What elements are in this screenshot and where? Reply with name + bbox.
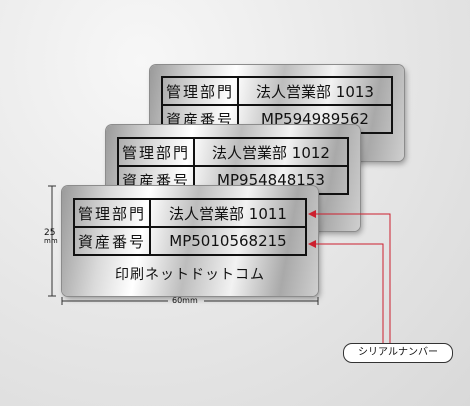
asset-label: 資産番号 — [73, 226, 151, 256]
callout-line-2 — [312, 243, 384, 343]
height-dimension-label: 25 mm — [44, 228, 58, 246]
height-unit: mm — [44, 237, 58, 245]
plate-table: 管理部門 法人営業部 1012 資産番号 MP954848153 — [117, 137, 349, 195]
height-value: 25 — [44, 228, 56, 238]
width-dimension-label: 60mm — [172, 296, 198, 305]
asset-tag-plate-middle: 管理部門 法人営業部 1012 資産番号 MP954848153 — [106, 125, 360, 231]
asset-tag-plate-back: 管理部門 法人営業部 1013 資産番号 MP594989562 — [150, 65, 404, 161]
dept-label: 管理部門 — [161, 76, 239, 106]
dept-value: 法人営業部 1011 — [149, 198, 307, 228]
asset-tag-plate-front: 管理部門 法人営業部 1011 資産番号 MP5010568215 印刷ネットド… — [62, 186, 318, 296]
dept-value: 法人営業部 1012 — [193, 137, 349, 167]
callout-arrow-1 — [308, 210, 316, 218]
dept-label: 管理部門 — [73, 198, 151, 228]
dept-value: 法人営業部 1013 — [237, 76, 393, 106]
serial-number-callout: シリアルナンバー — [343, 343, 453, 363]
dept-label: 管理部門 — [117, 137, 195, 167]
asset-number: MP5010568215 — [149, 226, 307, 256]
callout-line-1 — [312, 213, 391, 343]
callout-arrow-2 — [308, 240, 316, 248]
brand-text: 印刷ネットドットコム — [115, 267, 265, 283]
plate-table: 管理部門 法人営業部 1011 資産番号 MP5010568215 — [73, 198, 307, 256]
